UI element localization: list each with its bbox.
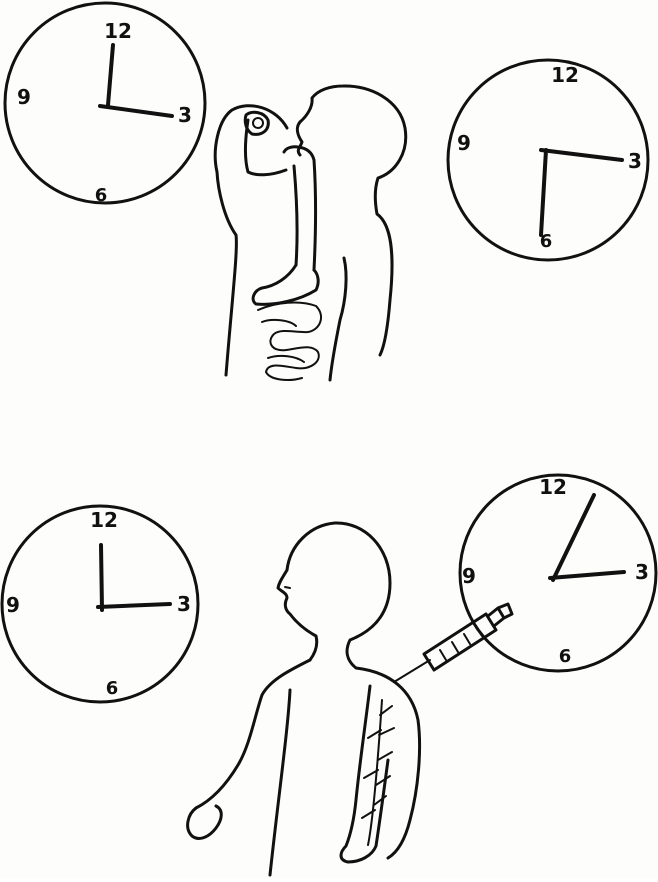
clock-number-3: 3 [635,560,649,584]
clock-number-12: 12 [90,508,118,532]
clock-hour-hand [100,106,172,116]
clock-number-3: 3 [177,592,191,616]
clock-hour-hand [550,572,624,578]
clock-minute-hand [541,150,546,235]
raised-arm-outline [215,106,287,375]
intestines [258,303,321,380]
clock-number-3: 3 [178,103,192,127]
clock-number-12: 12 [551,63,579,87]
clock-injection-end: 12 3 6 9 [460,475,656,671]
torso-left [196,660,310,875]
clock-minute-hand [553,495,594,580]
torso-right [330,258,346,380]
clock-number-9: 9 [457,131,471,155]
person-swallowing-pill [215,86,405,380]
clock-minute-hand [101,545,102,610]
stomach [253,265,318,304]
nostril [285,587,290,588]
left-hand [188,806,222,838]
person-receiving-injection [188,523,420,875]
syringe-needle [394,660,430,682]
clock-oral-start: 12 3 6 9 [5,3,205,206]
clock-minute-hand [108,45,113,105]
head-outline [287,523,420,858]
clock-number-12: 12 [104,19,132,43]
clock-oral-end: 12 3 6 9 [448,60,648,260]
clock-hour-hand [541,150,622,160]
clock-number-6: 6 [95,185,108,206]
clock-injection-start: 12 3 6 9 [2,506,198,702]
clock-number-9: 9 [462,564,476,588]
clock-number-9: 9 [17,85,31,109]
esophagus [284,147,316,270]
face-profile [278,570,317,660]
clock-number-6: 6 [559,646,572,667]
clock-number-6: 6 [106,678,119,699]
syringe-icon [394,604,512,682]
clock-hour-hand [98,604,170,607]
clock-number-12: 12 [539,475,567,499]
clock-number-9: 9 [6,593,20,617]
syringe-barrel [424,614,496,670]
face-profile [297,122,302,155]
pill-icon [253,118,263,128]
clock-number-3: 3 [628,149,642,173]
